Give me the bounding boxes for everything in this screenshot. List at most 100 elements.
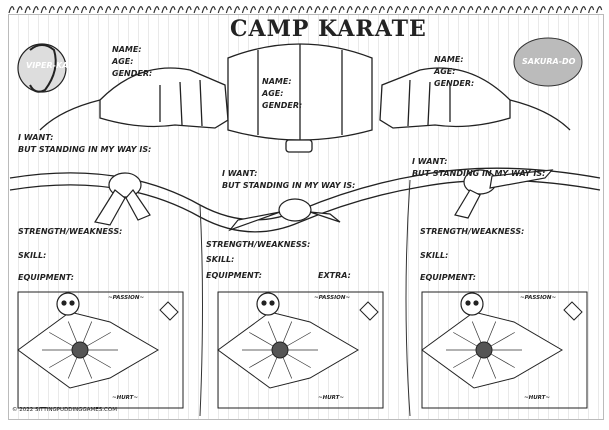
col0-passion-label: ~PASSION~ (108, 295, 145, 301)
left-age-label: AGE: (112, 57, 134, 66)
skull-eye-left (465, 300, 471, 306)
spiral-ring (362, 6, 369, 14)
spiral-ring (531, 6, 538, 14)
spiral-ring (427, 6, 434, 14)
col1-obstacle-label: BUT STANDING IN MY WAY IS: (222, 181, 356, 190)
spiral-ring (507, 6, 514, 14)
col1-passion-label: ~PASSION~ (314, 295, 351, 301)
spiral-ring (579, 6, 587, 14)
col0-hurt-label: ~HURT~ (112, 395, 139, 401)
spiral-ring (370, 6, 377, 14)
spiral-ring (266, 6, 273, 14)
fist-center-icon (227, 43, 373, 153)
fist-right-icon (379, 67, 571, 131)
center-gender-label: GENDER: (262, 101, 303, 110)
spiral-ring (555, 6, 562, 14)
spiral-ring (386, 6, 393, 14)
spiral-ring (451, 6, 458, 14)
right-name-label: NAME: (434, 55, 464, 64)
skull-icon (56, 292, 80, 316)
spiral-ring (161, 6, 168, 14)
spiral-ring (539, 6, 546, 14)
right-gender-label: GENDER: (434, 79, 475, 88)
spiral-ring (129, 6, 136, 14)
spiral-ring (274, 6, 281, 14)
col1-skill-label: SKILL: (206, 255, 235, 264)
rose-center (475, 341, 493, 359)
spiral-ring (217, 6, 224, 14)
col1-equipment-label: EQUIPMENT: (206, 271, 262, 280)
footer-copyright: © 2022 SITTINGPUDDINGGAMES.COM (12, 407, 117, 413)
col0-strength-label: STRENGTH/WEAKNESS: (18, 227, 123, 236)
col2-passion-label: ~PASSION~ (520, 295, 557, 301)
spiral-ring (177, 6, 184, 14)
spiral-ring (201, 6, 208, 14)
spiral-ring (378, 6, 385, 14)
spiral-ring (459, 6, 466, 14)
viper-kai-logo (17, 43, 67, 93)
spiral-ring (209, 6, 216, 14)
center-age-label: AGE: (262, 89, 284, 98)
spiral-ring (306, 6, 313, 14)
col0-skill-label: SKILL: (18, 251, 47, 260)
col2-strength-label: STRENGTH/WEAKNESS: (420, 227, 525, 236)
spiral-binding-icon (8, 6, 603, 14)
spiral-ring (88, 6, 96, 14)
skull-eye-right (69, 300, 75, 306)
col2-hurt-label: ~HURT~ (524, 395, 551, 401)
spiral-ring (523, 6, 530, 14)
spiral-ring (491, 6, 498, 14)
col1-want-label: I WANT: (222, 169, 258, 178)
col2-skill-label: SKILL: (420, 251, 449, 260)
fist-left-icon (39, 67, 229, 131)
spiral-ring (418, 6, 426, 14)
knot-middle-icon (228, 198, 341, 232)
sakura-do-label: SAKURA-DO (522, 57, 576, 66)
spiral-ring (290, 6, 297, 14)
spiral-ring (24, 6, 31, 14)
spiral-ring (16, 6, 23, 14)
right-age-label: AGE: (434, 67, 456, 76)
spiral-ring (80, 6, 88, 14)
spiral-ring (185, 6, 192, 14)
spiral-ring (225, 6, 232, 14)
spiral-ring (410, 6, 418, 14)
spiral-ring (571, 6, 579, 14)
spiral-ring (443, 6, 450, 14)
spiral-ring (588, 6, 595, 14)
spiral-ring (435, 6, 442, 14)
spiral-ring (145, 6, 152, 14)
skull-eye-right (473, 300, 479, 306)
left-gender-label: GENDER: (112, 69, 153, 78)
skull-icon (256, 292, 280, 316)
spiral-ring (96, 6, 104, 14)
viper-kai-label: VIPER-KAI (26, 61, 72, 70)
spiral-ring (257, 6, 265, 14)
spiral-ring (322, 6, 329, 14)
spiral-ring (56, 6, 63, 14)
spiral-ring (241, 6, 249, 14)
spiral-ring (32, 6, 39, 14)
spiral-ring (193, 6, 200, 14)
center-name-label: NAME: (262, 77, 292, 86)
spiral-ring (249, 6, 257, 14)
spiral-ring (72, 6, 79, 14)
crystal-icon (563, 301, 583, 321)
spiral-ring (169, 6, 176, 14)
skull-icon (460, 292, 484, 316)
spiral-ring (338, 6, 345, 14)
spiral-ring (48, 6, 55, 14)
spiral-ring (547, 6, 554, 14)
skull-eye-left (261, 300, 267, 306)
page-title: CAMP KARATE (230, 16, 427, 42)
spiral-ring (402, 6, 410, 14)
left-name-label: NAME: (112, 45, 142, 54)
spiral-ring (475, 6, 482, 14)
knot-right-icon (454, 169, 554, 219)
spiral-ring (64, 6, 71, 14)
col0-equipment-label: EQUIPMENT: (18, 273, 74, 282)
spiral-ring (233, 6, 240, 14)
col0-obstacle-label: BUT STANDING IN MY WAY IS: (18, 145, 152, 154)
spiral-ring (346, 6, 353, 14)
